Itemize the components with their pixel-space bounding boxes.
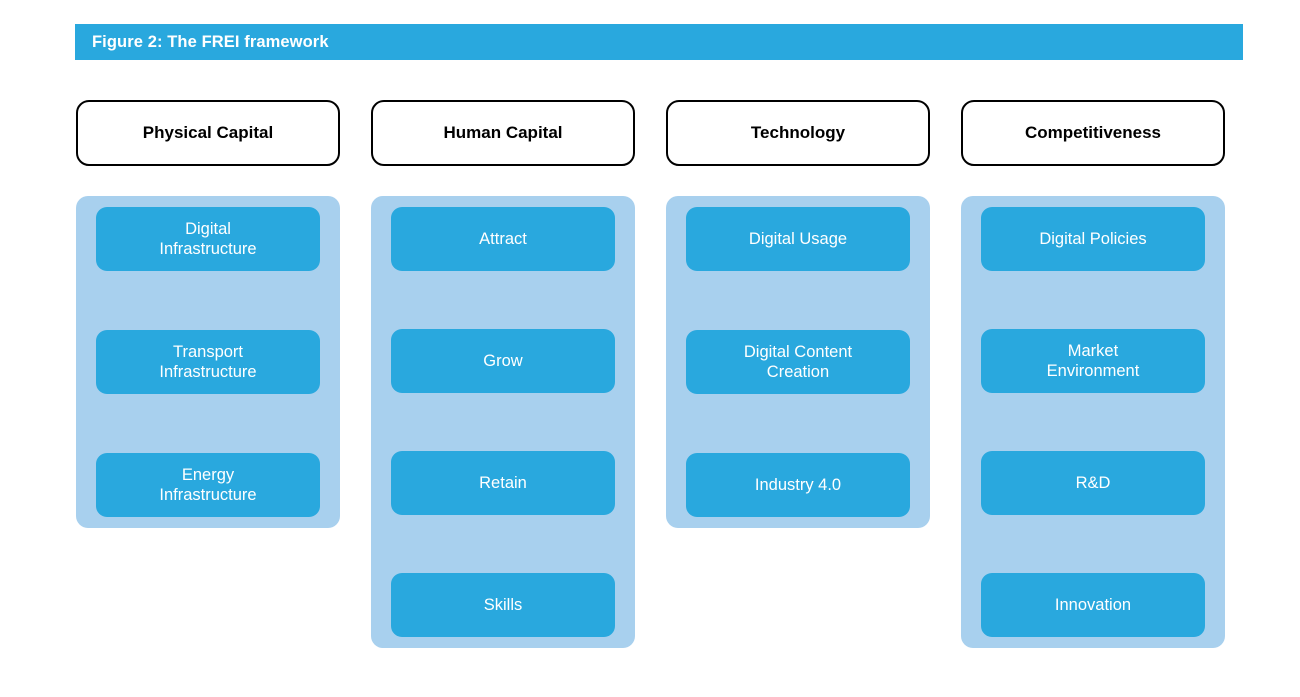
item-pill[interactable]: Digital Policies (981, 207, 1205, 271)
item-label: Digital Usage (748, 229, 848, 248)
item-pill[interactable]: Grow (391, 329, 615, 393)
item-pill[interactable]: Innovation (981, 573, 1205, 637)
pill-spacer (981, 515, 1205, 573)
item-label: Skills (483, 595, 523, 614)
item-label: Digital Content Creation (743, 342, 853, 381)
item-pill[interactable]: Digital Usage (686, 207, 910, 271)
pill-spacer (391, 515, 615, 573)
column-header-label: Technology (750, 123, 846, 143)
column-header-label: Competitiveness (1024, 123, 1162, 143)
figure-title: Figure 2: The FREI framework (92, 32, 329, 51)
item-label: Market Environment (1046, 341, 1140, 380)
column-header-label: Human Capital (443, 123, 563, 143)
column-header-physical-capital[interactable]: Physical Capital (76, 100, 340, 166)
column-panel-technology: Digital Usage Digital Content Creation I… (666, 196, 930, 528)
pill-spacer (981, 393, 1205, 451)
column-competitiveness: Competitiveness Digital Policies Market … (961, 100, 1225, 648)
item-pill[interactable]: Digital Infrastructure (96, 207, 320, 271)
item-pill[interactable]: R&D (981, 451, 1205, 515)
pill-spacer (391, 393, 615, 451)
item-label: Innovation (1054, 595, 1132, 614)
item-label: R&D (1075, 473, 1111, 492)
item-pill[interactable]: Energy Infrastructure (96, 453, 320, 517)
item-pill[interactable]: Transport Infrastructure (96, 330, 320, 394)
item-label: Retain (479, 473, 527, 492)
pill-spacer (96, 394, 320, 453)
item-pill[interactable]: Digital Content Creation (686, 330, 910, 394)
pill-spacer (686, 394, 910, 453)
pill-spacer (96, 271, 320, 330)
item-pill[interactable]: Retain (391, 451, 615, 515)
column-human-capital: Human Capital Attract Grow Retain Skills (371, 100, 635, 648)
item-pill[interactable]: Skills (391, 573, 615, 637)
pill-spacer (686, 271, 910, 330)
item-pill[interactable]: Market Environment (981, 329, 1205, 393)
column-physical-capital: Physical Capital Digital Infrastructure … (76, 100, 340, 528)
column-technology: Technology Digital Usage Digital Content… (666, 100, 930, 528)
pill-spacer (981, 271, 1205, 329)
item-label: Grow (483, 351, 523, 370)
item-pill[interactable]: Industry 4.0 (686, 453, 910, 517)
column-panel-human-capital: Attract Grow Retain Skills (371, 196, 635, 648)
item-label: Industry 4.0 (754, 475, 842, 494)
item-label: Digital Infrastructure (159, 219, 257, 258)
framework-columns: Physical Capital Digital Infrastructure … (76, 100, 1235, 660)
column-panel-physical-capital: Digital Infrastructure Transport Infrast… (76, 196, 340, 528)
column-header-label: Physical Capital (142, 123, 274, 143)
item-label: Transport Infrastructure (159, 342, 257, 381)
column-header-technology[interactable]: Technology (666, 100, 930, 166)
item-label: Digital Policies (1039, 229, 1147, 248)
figure-title-bar: Figure 2: The FREI framework (75, 24, 1243, 60)
column-header-competitiveness[interactable]: Competitiveness (961, 100, 1225, 166)
pill-spacer (391, 271, 615, 329)
item-pill[interactable]: Attract (391, 207, 615, 271)
item-label: Energy Infrastructure (159, 465, 257, 504)
column-header-human-capital[interactable]: Human Capital (371, 100, 635, 166)
item-label: Attract (479, 229, 527, 248)
column-panel-competitiveness: Digital Policies Market Environment R&D … (961, 196, 1225, 648)
